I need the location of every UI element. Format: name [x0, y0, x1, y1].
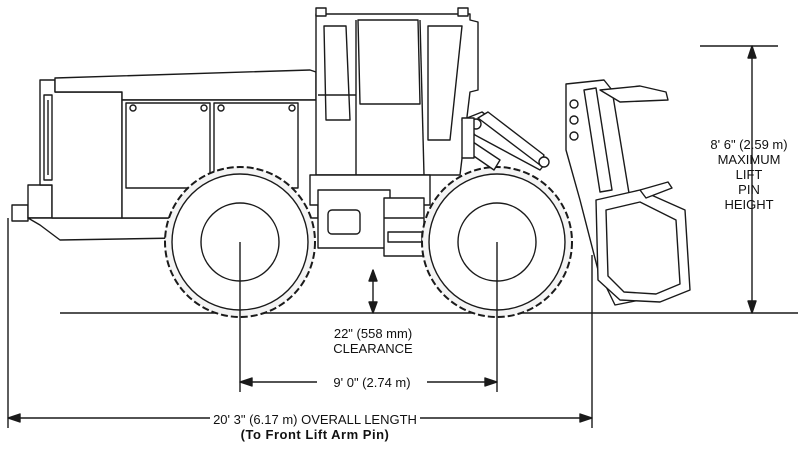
lift-height-text-1: MAXIMUM — [717, 152, 781, 167]
lift-height-text-2: LIFT — [735, 167, 763, 182]
engine-hood — [39, 69, 319, 219]
clearance-label: 22" (558 mm) CLEARANCE — [318, 326, 428, 356]
overall-length-label: 20' 3" (6.17 m) OVERALL LENGTH (To Front… — [180, 412, 450, 442]
cab — [315, 7, 479, 176]
lift-height-label: 8' 6" (2.59 m) MAXIMUM LIFT PIN HEIGHT — [700, 137, 798, 212]
rear-frame — [11, 184, 181, 241]
lift-height-text-3: PIN — [738, 182, 760, 197]
clearance-dimension — [368, 269, 378, 314]
chassis — [309, 174, 431, 257]
lift-height-value: 8' 6" (2.59 m) — [710, 137, 788, 152]
overall-length-value: 20' 3" (6.17 m) OVERALL LENGTH — [210, 412, 420, 427]
felling-head — [565, 79, 691, 306]
wheelbase-label: 9' 0" (2.74 m) — [317, 375, 427, 390]
clearance-value: 22" (558 mm) — [333, 326, 413, 341]
clearance-text: CLEARANCE — [333, 341, 413, 356]
lift-height-dimension — [700, 45, 778, 314]
lift-height-text-4: HEIGHT — [724, 197, 774, 212]
lift-arm — [461, 111, 550, 171]
overall-length-note: (To Front Lift Arm Pin) — [240, 427, 390, 442]
